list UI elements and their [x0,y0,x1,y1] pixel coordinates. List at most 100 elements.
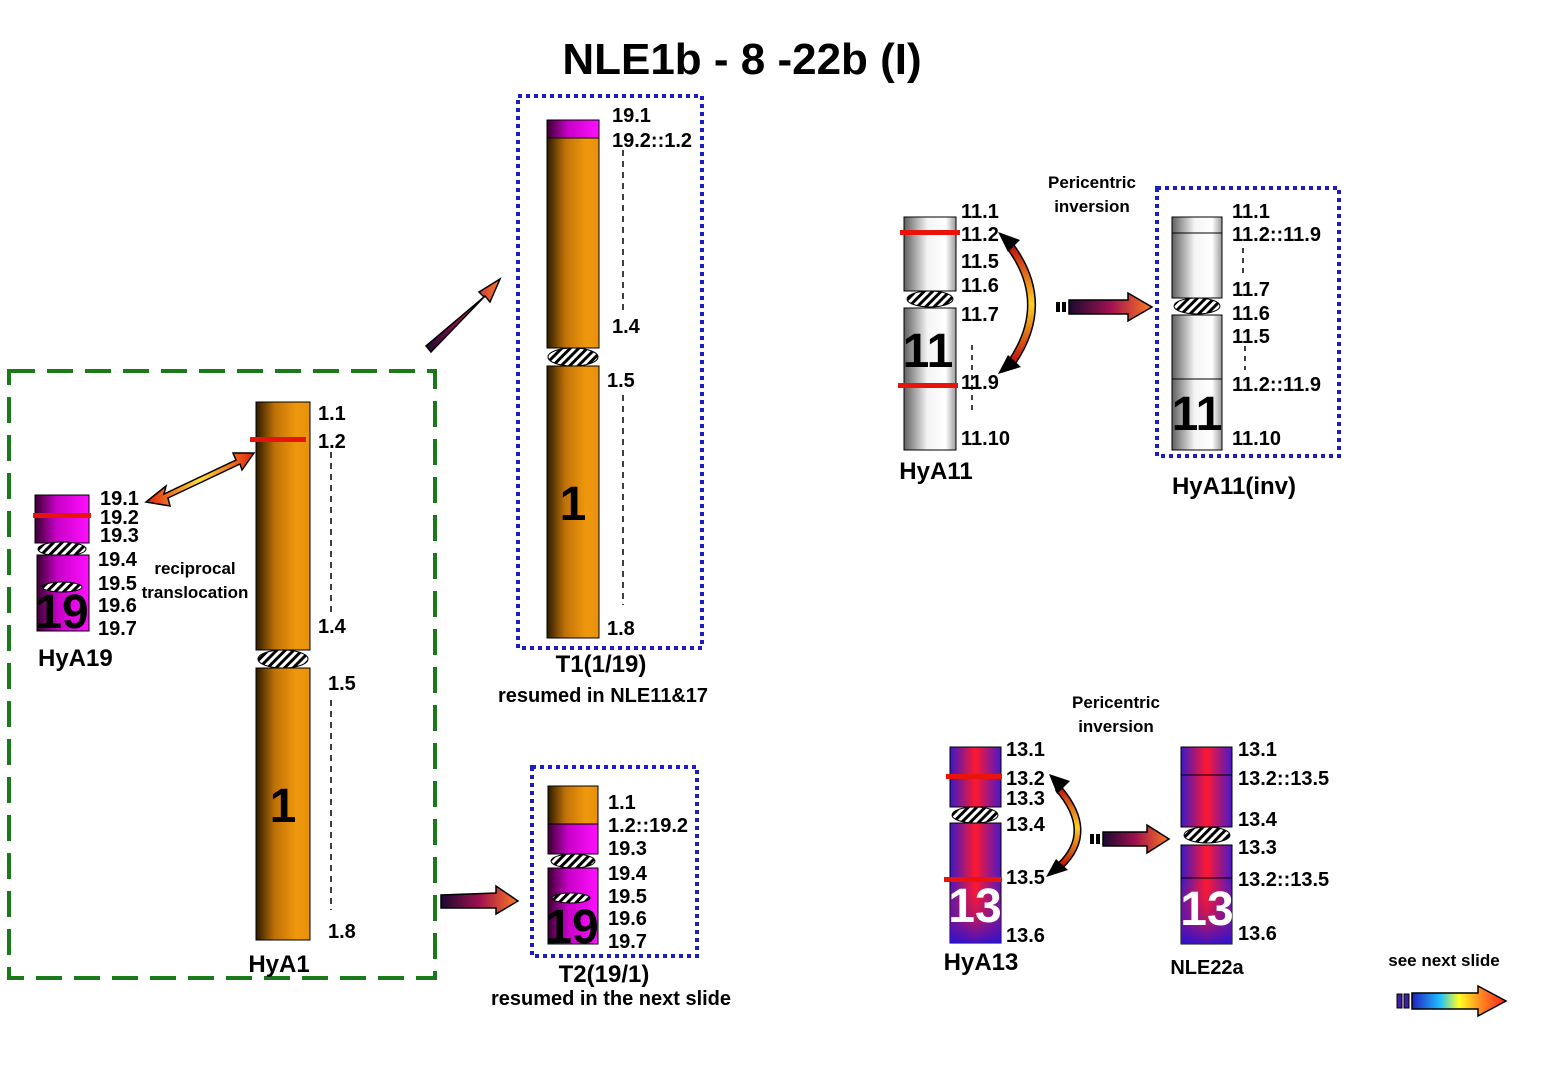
band-labels-hya11inv: 11.1 11.2::11.9 11.7 11.6 11.5 11.2::11.… [1232,201,1321,450]
svg-text:11.1: 11.1 [1232,201,1270,223]
svg-text:13.6: 13.6 [1238,923,1277,945]
svg-text:1.2: 1.2 [318,431,346,453]
svg-text:19.5: 19.5 [98,573,137,595]
svg-text:1.8: 1.8 [328,921,356,943]
svg-text:19.2: 19.2 [100,507,139,529]
svg-text:19.4: 19.4 [98,549,138,571]
inversion-label-1-line1: Pericentric [1048,173,1136,192]
svg-text:19.1: 19.1 [612,105,651,127]
svg-text:13.1: 13.1 [1238,739,1277,761]
svg-text:19.1: 19.1 [100,488,139,510]
svg-text:19.2::1.2: 19.2::1.2 [612,130,692,152]
band-labels-t1: 19.1 19.2::1.2 1.4 1.5 1.8 [607,105,692,640]
chromosome-hya11inv: 11 [1171,216,1223,451]
arrow-to-t1-icon [424,277,502,354]
translocation-group-box [7,369,437,980]
caption-hya11inv: HyA11(inv) [1172,473,1296,500]
band-labels-hya19: 19.1 19.2 19.3 19.4 19.5 19.6 19.7 [98,488,139,640]
caption-t2: T2(19/1) [559,961,650,988]
reciprocal-label-line2: translocation [142,583,249,602]
chromosome-number: 11 [1172,388,1223,441]
svg-text:11.2::11.9: 11.2::11.9 [1232,374,1321,396]
band-labels-hya11: 11.1 11.2 11.5 11.6 11.7 11.9 11.10 [961,201,1010,450]
chromosome-hya11: 11 [898,216,960,451]
next-slide-label: see next slide [1388,951,1500,970]
breakpoint-marker [898,383,958,388]
subcaption-t2: resumed in the next slide [491,988,731,1010]
chromosome-hya1: 1 [250,401,311,941]
svg-text:19.3: 19.3 [100,525,139,547]
breakpoint-marker [33,513,91,518]
svg-text:13.4: 13.4 [1238,809,1278,831]
chromosome-number: 1 [560,478,587,531]
svg-text:11.7: 11.7 [1232,279,1270,301]
t2-box [530,765,699,958]
svg-text:13.5: 13.5 [1006,867,1045,889]
band-labels-hya13: 13.1 13.2 13.3 13.4 13.5 13.6 [1006,739,1046,947]
svg-text:1.1: 1.1 [318,403,346,425]
breakpoint-marker [946,774,1002,779]
page-title: NLE1b - 8 -22b (I) [562,35,921,84]
svg-text:1.4: 1.4 [318,616,347,638]
reciprocal-label-line1: reciprocal [154,559,235,578]
caption-nle22a: NLE22a [1170,957,1244,979]
svg-text:11.2::11.9: 11.2::11.9 [1232,224,1321,246]
t1-box [516,94,704,650]
breakpoint-marker [900,230,960,235]
chromosome-number: 1 [270,780,297,833]
svg-text:19.7: 19.7 [98,618,137,640]
svg-text:13.6: 13.6 [1006,925,1045,947]
subcaption-t1: resumed in NLE11&17 [498,685,708,707]
svg-text:11.6: 11.6 [1232,303,1270,325]
chromosome-number: 19 [545,901,598,954]
arrow-to-nle22a-icon [1090,823,1171,855]
svg-text:19.3: 19.3 [608,838,647,860]
curved-arrow-icon [998,232,1036,374]
hya11inv-box [1155,186,1341,458]
svg-text:11.10: 11.10 [961,428,1010,450]
chromosome-t1: 1 [546,119,600,639]
svg-text:1.8: 1.8 [607,618,635,640]
curved-arrow-icon [1046,774,1082,877]
chromosome-t2: 19 [545,785,599,954]
chromosome-number: 19 [35,586,88,639]
svg-text:19.5: 19.5 [608,886,647,908]
svg-text:19.7: 19.7 [608,931,647,953]
next-slide-arrow-icon[interactable] [1396,984,1508,1018]
svg-text:13.1: 13.1 [1006,739,1045,761]
band-labels-t2: 1.1 1.2::19.2 19.3 19.4 19.5 19.6 19.7 [608,792,688,953]
caption-hya11: HyA11 [899,458,972,485]
svg-text:11.5: 11.5 [961,251,999,273]
inversion-label-2-line2: inversion [1078,717,1154,736]
svg-text:11.9: 11.9 [961,372,999,394]
band-labels-nle22a: 13.1 13.2::13.5 13.4 13.3 13.2::13.5 13.… [1238,739,1329,945]
svg-text:1.5: 1.5 [328,673,356,695]
caption-t1: T1(1/19) [556,651,647,678]
svg-text:11.2: 11.2 [961,224,999,246]
svg-text:13.3: 13.3 [1006,788,1045,810]
chromosome-nle22a: 13 [1180,746,1234,945]
svg-text:19.4: 19.4 [608,863,648,885]
caption-hya13: HyA13 [944,949,1019,976]
arrow-to-hya11inv-icon [1056,291,1154,323]
inversion-label-1-line2: inversion [1054,197,1130,216]
svg-text:13.4: 13.4 [1006,814,1046,836]
band-labels-hya1: 1.1 1.2 1.4 1.5 1.8 [318,403,356,943]
svg-text:11.6: 11.6 [961,275,999,297]
svg-text:1.2::19.2: 1.2::19.2 [608,815,688,837]
chromosome-number: 13 [948,880,1001,933]
breakpoint-marker [250,437,306,442]
svg-text:1.5: 1.5 [607,370,635,392]
svg-text:11.7: 11.7 [961,304,999,326]
svg-text:11.5: 11.5 [1232,326,1270,348]
svg-text:13.2: 13.2 [1006,768,1045,790]
svg-text:1.1: 1.1 [608,792,636,814]
breakpoint-marker [944,877,1002,882]
svg-text:13.2::13.5: 13.2::13.5 [1238,869,1329,891]
chromosome-hya19: 19 [33,494,91,639]
double-arrow-icon [144,452,256,507]
svg-text:11.10: 11.10 [1232,428,1281,450]
inversion-label-2-line1: Pericentric [1072,693,1160,712]
chromosome-number: 11 [903,325,954,378]
